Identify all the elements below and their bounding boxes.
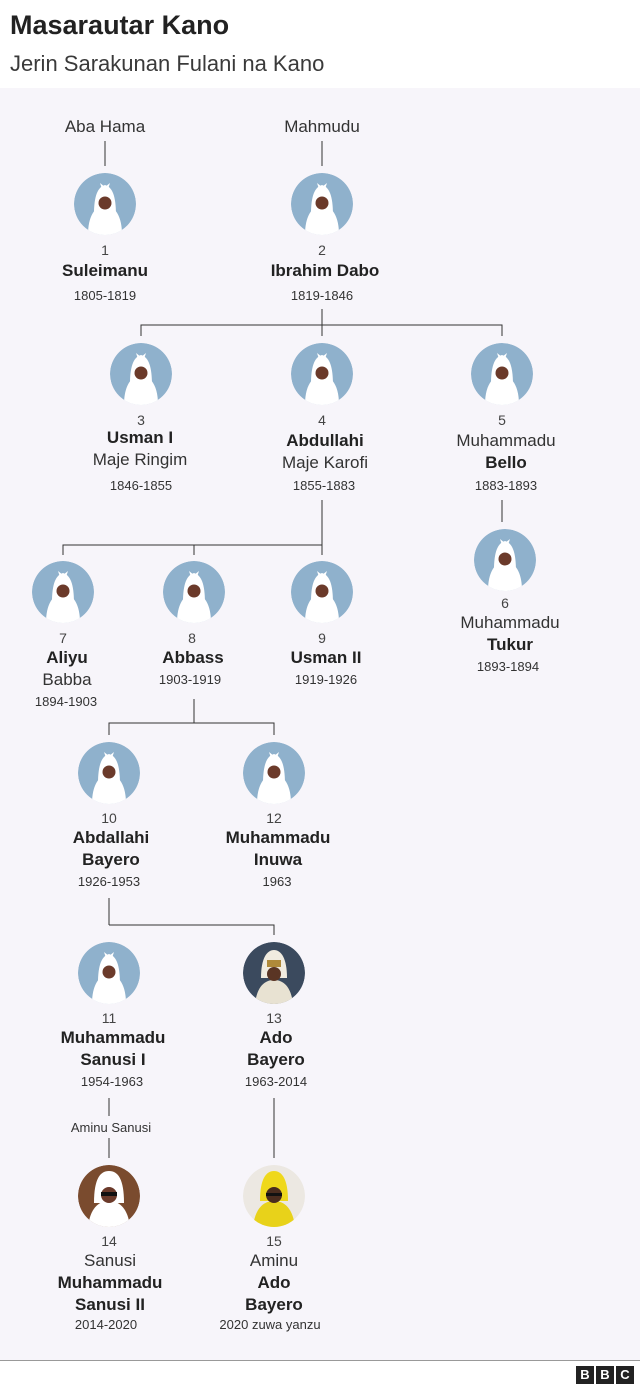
ancestor-mahmudu: Mahmudu [284,117,360,136]
ruler-avatar-icon [474,529,536,591]
ruler-name: Abdullahi [286,431,364,450]
ruler-years: 1963 [262,874,292,889]
ruler-years: 1819-1846 [290,288,354,303]
ruler-number: 2 [318,242,326,258]
ruler-name-line2: Sanusi II [75,1295,145,1314]
bbc-logo-letter: C [616,1366,634,1384]
ruler-name-line2: Inuwa [253,850,303,869]
ruler-avatar-icon [291,173,353,235]
ancestor-aminu-sanusi: Aminu Sanusi [70,1120,152,1135]
ruler-number: 13 [266,1010,282,1026]
ruler-avatar-icon [163,561,225,623]
ruler-avatar-icon [32,561,94,623]
bbc-logo-letter: B [576,1366,594,1384]
ruler-name-line1: Abdallahi [72,828,150,847]
page-title: Masarautar Kano [10,10,230,40]
ruler-number: 12 [266,810,282,826]
ruler-years: 1893-1894 [476,659,540,674]
ruler-number: 4 [318,412,326,428]
ruler-avatar-icon [471,343,533,405]
ruler-epithet: Maje Ringim [92,450,188,469]
ruler-number: 11 [101,1010,117,1026]
ruler-years: 1894-1903 [34,694,98,709]
ruler-name-line1: Muhammadu [57,1273,163,1292]
ruler-name: Suleimanu [62,261,148,280]
ruler-name-line1: Muhammadu [225,828,331,847]
ruler-number: 5 [498,412,506,428]
ruler-number: 9 [318,630,326,646]
ancestor-aba-hama: Aba Hama [64,117,146,136]
ruler-name: Usman II [290,648,362,667]
ruler-avatar-icon [291,343,353,405]
ruler-years: 1903-1919 [158,672,222,687]
ruler-prename: Aminu [249,1251,299,1270]
ruler-name: Aliyu [46,648,88,667]
bbc-logo-letter: B [596,1366,614,1384]
ruler-number: 15 [266,1233,282,1249]
ruler-prename: Muhammadu [456,431,556,450]
ruler-photo-aminu-ado-bayero [243,1165,305,1227]
ruler-photo-sanusi-ii [78,1165,140,1227]
ruler-photo-ado-bayero [243,942,305,1004]
ruler-avatar-icon [78,742,140,804]
ruler-epithet: Babba [42,670,92,689]
ruler-name-line2: Sanusi I [80,1050,146,1069]
bbc-logo: B B C [576,1366,634,1384]
ruler-name: Abbass [162,648,224,667]
ruler-avatar-icon [78,942,140,1004]
ruler-prename: Sanusi [84,1251,136,1270]
ruler-name: Bello [485,453,527,472]
ruler-avatar-icon [74,173,136,235]
ruler-years: 1919-1926 [294,672,358,687]
ruler-name-line1: Ado [257,1273,291,1292]
ruler-number: 7 [59,630,67,646]
ruler-name-line1: Ado [259,1028,293,1047]
ruler-name: Tukur [487,635,533,654]
ruler-years: 1954-1963 [80,1074,144,1089]
ruler-number: 1 [101,242,109,258]
family-tree-panel [0,88,640,1360]
ruler-years: 2014-2020 [74,1317,138,1332]
ruler-number: 3 [137,412,145,428]
ruler-years: 2020 zuwa yanzu [219,1317,321,1332]
ruler-name: Usman I [106,428,174,447]
ruler-years: 1963-2014 [244,1074,308,1089]
ruler-number: 8 [188,630,196,646]
ruler-avatar-icon [110,343,172,405]
ruler-number: 6 [501,595,509,611]
ruler-years: 1883-1893 [474,478,538,493]
ruler-name-line2: Bayero [245,1295,303,1314]
page-subtitle: Jerin Sarakunan Fulani na Kano [10,51,325,76]
ruler-prename: Muhammadu [460,613,560,632]
ruler-avatar-icon [291,561,353,623]
ruler-epithet: Maje Karofi [282,453,368,472]
ruler-name-line1: Muhammadu [60,1028,166,1047]
ruler-years: 1926-1953 [77,874,141,889]
ruler-years: 1855-1883 [292,478,356,493]
ruler-number: 10 [101,810,117,826]
ruler-number: 14 [101,1233,117,1249]
ruler-name-line2: Bayero [82,850,140,869]
footer-divider [0,1360,640,1361]
ruler-years: 1846-1855 [109,478,173,493]
ruler-avatar-icon [243,742,305,804]
ruler-name: Ibrahim Dabo [270,261,380,280]
ruler-name-line2: Bayero [247,1050,305,1069]
ruler-years: 1805-1819 [73,288,137,303]
